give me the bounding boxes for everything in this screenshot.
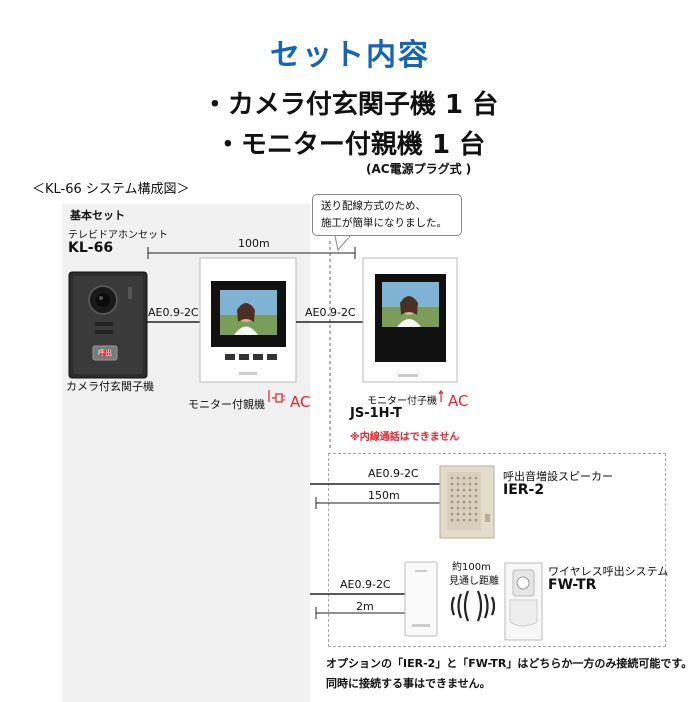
option-note-line1: オプションの「IER-2」と「FW-TR」はどちらか一方のみ接続可能です。 — [326, 657, 693, 670]
system-diagram-label: ＜KL-66 システム構成図＞ — [32, 182, 190, 197]
sub-monitor-warning: ※内線通話はできません — [350, 432, 460, 443]
cable-label-camera-main: AE0.9-2C — [148, 306, 199, 319]
basic-set-label: 基本セット — [70, 209, 125, 222]
cable-label-main-sub: AE0.9-2C — [305, 306, 356, 319]
ac-plug-icon-main — [272, 393, 283, 403]
wiring-callout: 送り配線方式のため、 施工が簡単になりました。 — [312, 194, 462, 236]
speaker-label: 呼出音増設スピーカー — [503, 470, 613, 483]
set-item-monitor: ・モニター付親機 1 台 — [214, 130, 486, 160]
dimension-150m-label: 150m — [368, 489, 400, 502]
wireless-receiver — [504, 562, 543, 641]
main-monitor-label: モニター付親機 — [188, 398, 265, 411]
sub-monitor-ac: AC — [448, 392, 469, 410]
cable-label-wireless: AE0.9-2C — [340, 578, 391, 591]
dimension-100m-label: 100m — [238, 237, 270, 250]
camera-door-station — [68, 271, 148, 379]
camera-call-button: 呼出 — [98, 349, 112, 357]
ac-plug-icon-sub — [438, 389, 444, 402]
option-note: オプションの「IER-2」と「FW-TR」はどちらか一方のみ接続可能です。 同時… — [326, 654, 692, 694]
wireless-range-line1: 約100m — [452, 562, 491, 573]
intercom-model: KL-66 — [68, 240, 114, 256]
sub-monitor-label: モニター付子機 — [367, 396, 437, 407]
set-item-camera: ・カメラ付玄関子機 1 台 — [201, 90, 499, 120]
speaker-model: IER-2 — [503, 482, 545, 498]
sub-monitor-device — [362, 257, 458, 383]
wireless-label: ワイヤレス呼出システム — [548, 565, 669, 578]
wireless-transmitter — [404, 561, 438, 637]
cable-label-speaker: AE0.9-2C — [368, 467, 419, 480]
option-note-line2: 同時に接続する事はできません。 — [326, 677, 491, 690]
dimension-2m-label: 2m — [356, 600, 374, 613]
ac-plug-note: (AC電源プラグ式 ) — [366, 162, 472, 176]
wireless-range-line2: 見通し距離 — [449, 576, 499, 587]
main-monitor-ac: AC — [290, 393, 311, 411]
page-title: セット内容 — [270, 38, 430, 73]
sub-monitor-model: JS-1H-T — [350, 406, 402, 421]
camera-label: カメラ付玄関子機 — [66, 380, 154, 393]
callout-line2: 施工が簡単になりました。 — [321, 217, 447, 229]
wireless-model: FW-TR — [548, 577, 597, 593]
intercom-set-label: テレビドアホンセット — [68, 230, 168, 241]
wireless-waves-icon — [450, 590, 496, 622]
callout-line1: 送り配線方式のため、 — [321, 200, 426, 212]
main-monitor-device — [199, 257, 297, 383]
speaker-device — [439, 465, 495, 539]
callout-pointer — [334, 235, 351, 252]
option-box — [328, 453, 666, 647]
